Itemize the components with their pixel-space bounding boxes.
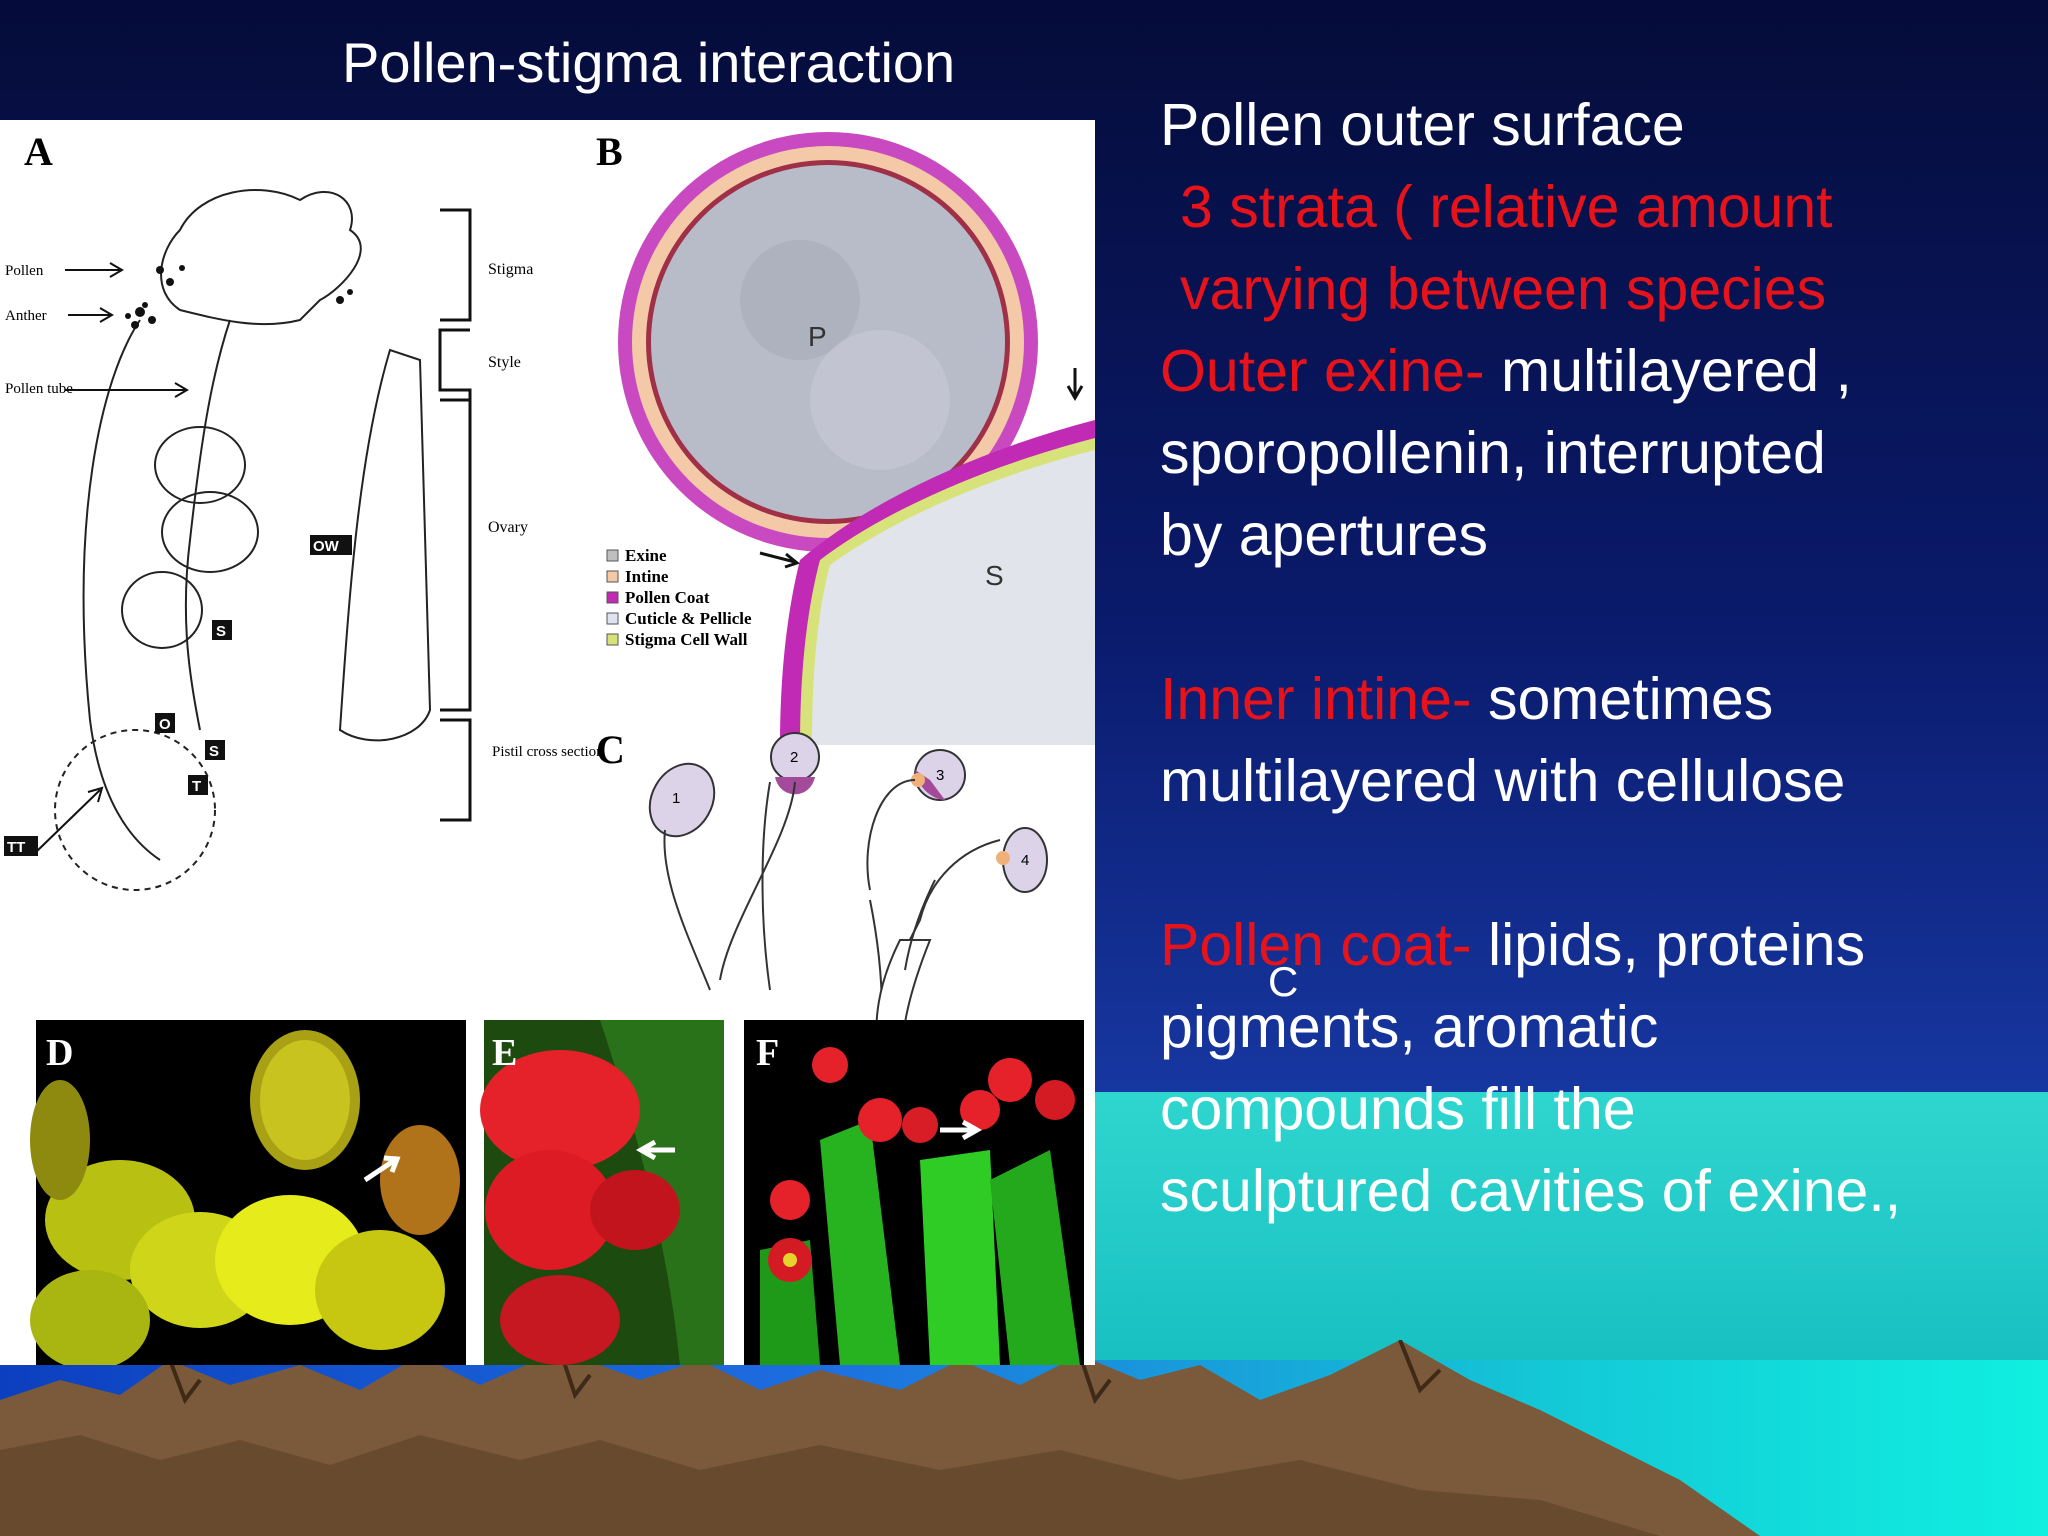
panel-e: E — [480, 1020, 724, 1365]
tag-s2: S — [209, 743, 219, 760]
outer-exine-desc: multilayered , — [1484, 338, 1852, 404]
figure-illustration: A Pollen Anther Pollen tube OW — [4, 129, 1095, 1365]
inner-intine-desc: sometimes — [1471, 666, 1774, 732]
panel-f-letter: F — [756, 1032, 779, 1074]
pollen-coat-line-4: sculptured cavities of exine., — [1160, 1158, 1902, 1224]
panel-e-letter: E — [492, 1032, 517, 1074]
tag-o: O — [159, 716, 171, 733]
panel-b-letter: B — [596, 129, 623, 174]
tag-ow: OW — [313, 538, 340, 555]
inner-intine-line-2: multilayered with cellulose — [1160, 748, 1846, 814]
tag-tt: TT — [7, 839, 25, 856]
strata-line-2: varying between species — [1180, 256, 1827, 322]
cell-label-s: S — [985, 560, 1004, 591]
spacer — [1160, 576, 2040, 658]
label-anther: Anther — [5, 308, 47, 324]
label-pollen-tube: Pollen tube — [5, 381, 73, 397]
panel-d: D — [30, 1020, 466, 1365]
tag-s: S — [216, 623, 226, 640]
strata-line-1: 3 strata ( relative amount — [1180, 174, 1833, 240]
panel-d-letter: D — [46, 1032, 73, 1074]
outer-exine-line-2: sporopollenin, interrupted — [1160, 420, 1826, 486]
label-pistil-cross-section: Pistil cross section — [492, 744, 604, 760]
pollen-coat-line: Pollen coat- lipids, proteins — [1160, 904, 2040, 986]
heading-pollen-outer-surface: Pollen outer surface — [1160, 92, 1685, 158]
label-pollen: Pollen — [5, 263, 44, 279]
content-text: Pollen outer surface 3 strata ( relative… — [1160, 84, 2040, 1232]
stage-1: 1 — [672, 790, 680, 807]
stage-2: 2 — [790, 749, 798, 766]
pollen-coat-line-3: compounds fill the — [1160, 1076, 1636, 1142]
panel-a: A Pollen Anther Pollen tube OW — [4, 129, 604, 891]
stage-4: 4 — [1021, 852, 1029, 869]
outer-exine-key: Outer exine- — [1160, 338, 1485, 404]
pollen-coat-desc: lipids, proteins — [1471, 912, 1866, 978]
legend-intine: Intine — [625, 567, 669, 586]
panel-f: F — [744, 1020, 1084, 1365]
inner-intine-line: Inner intine- sometimes — [1160, 658, 2040, 740]
panel-a-letter: A — [24, 129, 53, 174]
pollen-coat-key: Pollen coat- — [1160, 912, 1472, 978]
stage-3: 3 — [936, 767, 944, 784]
inner-intine-key: Inner intine- — [1160, 666, 1472, 732]
label-stigma: Stigma — [488, 261, 533, 278]
legend-cuticle: Cuticle & Pellicle — [625, 609, 752, 628]
pollen-coat-line-2: pigments, aromatic — [1160, 994, 1659, 1060]
label-style: Style — [488, 354, 521, 371]
stray-character: C — [1268, 958, 1299, 1005]
legend-pollen-coat: Pollen Coat — [625, 588, 710, 607]
outer-exine-line: Outer exine- multilayered , — [1160, 330, 2040, 412]
mountain-range — [0, 1340, 1760, 1536]
figure-panel: A Pollen Anther Pollen tube OW — [0, 120, 1095, 1365]
panel-b: B P S Exine Intine Pollen Coat — [580, 129, 1095, 745]
slide-title: Pollen-stigma interaction — [342, 31, 956, 94]
panel-c: C 1 2 3 4 — [596, 727, 1048, 1081]
tag-t: T — [192, 778, 201, 795]
panel-c-letter: C — [596, 727, 625, 772]
spacer — [1160, 822, 2040, 904]
legend-stigma-cell-wall: Stigma Cell Wall — [625, 630, 748, 649]
outer-exine-line-3: by apertures — [1160, 502, 1488, 568]
label-ovary: Ovary — [488, 519, 528, 536]
legend-exine: Exine — [625, 546, 667, 565]
cell-label-p: P — [808, 321, 827, 352]
legend-b: Exine Intine Pollen Coat Cuticle & Pelli… — [606, 546, 752, 649]
